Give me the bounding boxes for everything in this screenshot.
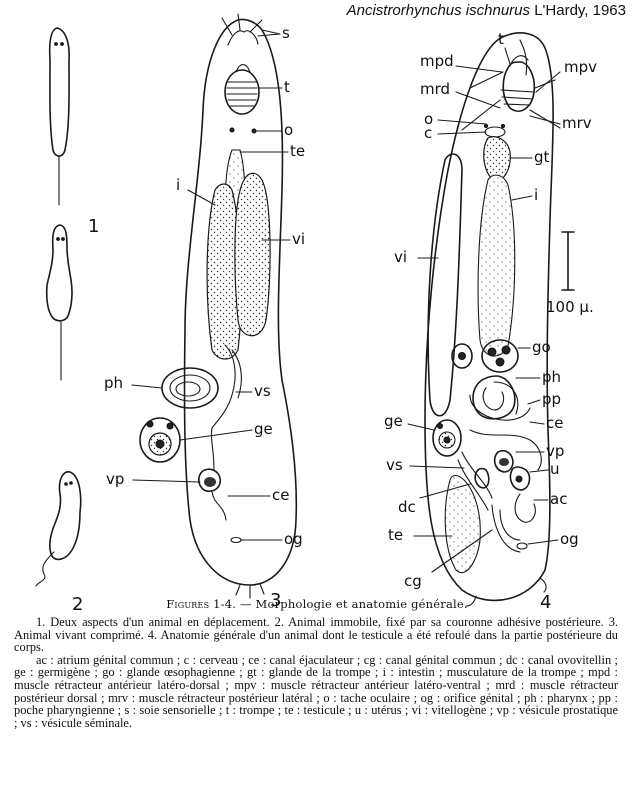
fig4-label-vp: vp (546, 442, 564, 460)
fig4-labels: t mpd mpv mrd mrv o c gt i vi go ph pp (384, 30, 597, 590)
fig4-label-ce: ce (546, 414, 563, 432)
fig4-label-t: t (498, 30, 504, 48)
fig4-label-ph: ph (542, 368, 561, 386)
fig3-germarium (139, 417, 181, 463)
fig4-label-mpv: mpv (564, 58, 597, 76)
fig4-label-o: o (424, 110, 433, 128)
fig3-label-vs: vs (254, 382, 271, 400)
fig4-intestine (477, 174, 516, 357)
fig3-proboscis (224, 63, 260, 115)
fig4-label-mrv: mrv (562, 114, 592, 132)
figure-4: t mpd mpv mrd mrv o c gt i vi go ph pp (384, 30, 597, 613)
fig4-label-mpd: mpd (420, 52, 454, 70)
fig4-label-dc: dc (398, 498, 416, 516)
fig3-label-t: t (284, 78, 290, 96)
fig4-pharynx (472, 375, 519, 420)
scale-bar: 100 µ. (546, 231, 594, 316)
fig4-proboscis (500, 55, 536, 112)
fig4-label-ac: ac (550, 490, 567, 508)
fig4-body (424, 32, 554, 602)
figure-3-number: 3 (270, 590, 281, 611)
fig4-label-te: te (388, 526, 403, 544)
fig4-label-mrd: mrd (420, 80, 450, 98)
figure-3: s t o te i vi ph vs ge vp ce og 3 (104, 13, 305, 611)
figure-2: 2 (35, 471, 83, 615)
species-name: Ancistrorhynchus ischnurus (346, 2, 531, 19)
fig3-label-s: s (282, 24, 290, 42)
fig3-body (183, 18, 298, 586)
fig3-intestine (206, 183, 242, 360)
fig3-label-vp: vp (106, 470, 124, 488)
caption-paragraph-1: 1. Deux aspects d'un animal en déplaceme… (14, 615, 618, 655)
fig4-germarium (432, 419, 462, 457)
fig3-labels: s t o te i vi ph vs ge vp ce og (104, 24, 305, 548)
animal-moving-b (45, 224, 73, 381)
fig4-label-vi: vi (394, 248, 407, 266)
fig3-label-i: i (176, 176, 180, 194)
fig3-label-og: og (284, 530, 303, 548)
author-citation: L'Hardy, 1963 (534, 2, 626, 19)
fig4-label-vs: vs (386, 456, 403, 474)
figure-header: Ancistrorhynchus ischnurus L'Hardy, 1963 (347, 2, 626, 19)
fig4-label-cg: cg (404, 572, 422, 590)
fig3-pharynx (161, 367, 219, 409)
fig4-label-og: og (560, 530, 579, 548)
fig3-label-ge: ge (254, 420, 273, 438)
figure-2-number: 2 (72, 594, 83, 615)
fig3-label-te: te (290, 142, 305, 160)
fig4-label-c: c (424, 124, 432, 142)
figure-1: 1 (45, 27, 99, 381)
fig3-label-o: o (284, 121, 293, 139)
fig4-label-pp: pp (542, 390, 561, 408)
fig3-label-ce: ce (272, 486, 289, 504)
fig4-label-gt: gt (534, 148, 550, 166)
caption-title-prefix: Figures 1-4. (166, 597, 237, 611)
scale-bar-label: 100 µ. (546, 298, 594, 316)
animal-moving-a (48, 27, 70, 206)
caption-body: 1. Deux aspects d'un animal en déplaceme… (14, 616, 618, 729)
fig4-label-ge: ge (384, 412, 403, 430)
fig3-label-ph: ph (104, 374, 123, 392)
caption-title-rest: — Morphologie et anatomie générale. (236, 597, 468, 611)
fig4-label-u: u (550, 460, 560, 478)
figure-1-number: 1 (88, 216, 99, 237)
fig4-label-i: i (534, 186, 538, 204)
fig3-label-vi: vi (292, 230, 305, 248)
caption-legend: ac : atrium génital commun ; c : cerveau… (14, 652, 618, 730)
caption-title: Figures 1-4. — Morphologie et anatomie g… (0, 597, 634, 611)
fig4-oesophageal-gland (451, 339, 519, 373)
fig3-vitellarium (234, 172, 271, 337)
figure-4-number: 4 (540, 592, 551, 613)
fig4-label-go: go (532, 338, 551, 356)
